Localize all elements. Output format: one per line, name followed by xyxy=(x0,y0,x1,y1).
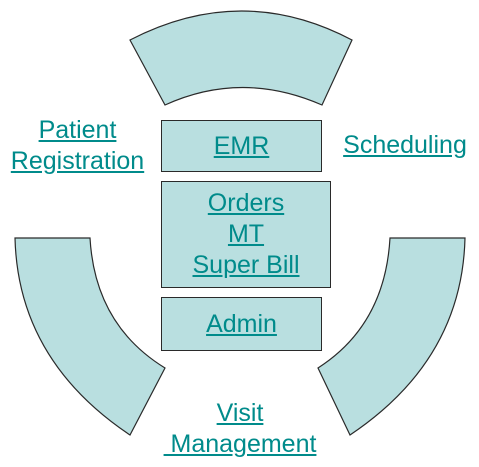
scheduling-label: Scheduling xyxy=(336,130,474,161)
mt-link[interactable]: MT xyxy=(227,220,265,248)
emr-box: EMR xyxy=(161,120,322,172)
emr-link[interactable]: EMR xyxy=(213,131,270,160)
right-arc-segment xyxy=(317,237,466,436)
visit-management-label: Visit Management xyxy=(150,398,330,460)
patient-link[interactable]: Patient xyxy=(38,116,117,144)
patient-registration-label: Patient Registration xyxy=(5,115,150,177)
orders-link[interactable]: Orders xyxy=(207,189,285,217)
registration-link[interactable]: Registration xyxy=(10,147,145,175)
scheduling-link[interactable]: Scheduling xyxy=(343,131,467,159)
orders-box: Orders MT Super Bill xyxy=(161,181,331,288)
super-bill-link[interactable]: Super Bill xyxy=(192,251,300,279)
admin-box: Admin xyxy=(161,297,322,351)
management-link[interactable]: Management xyxy=(163,430,317,458)
left-arc-segment xyxy=(14,237,166,436)
admin-link[interactable]: Admin xyxy=(206,309,277,338)
top-arc-segment xyxy=(129,10,353,106)
visit-link[interactable]: Visit xyxy=(216,399,264,427)
